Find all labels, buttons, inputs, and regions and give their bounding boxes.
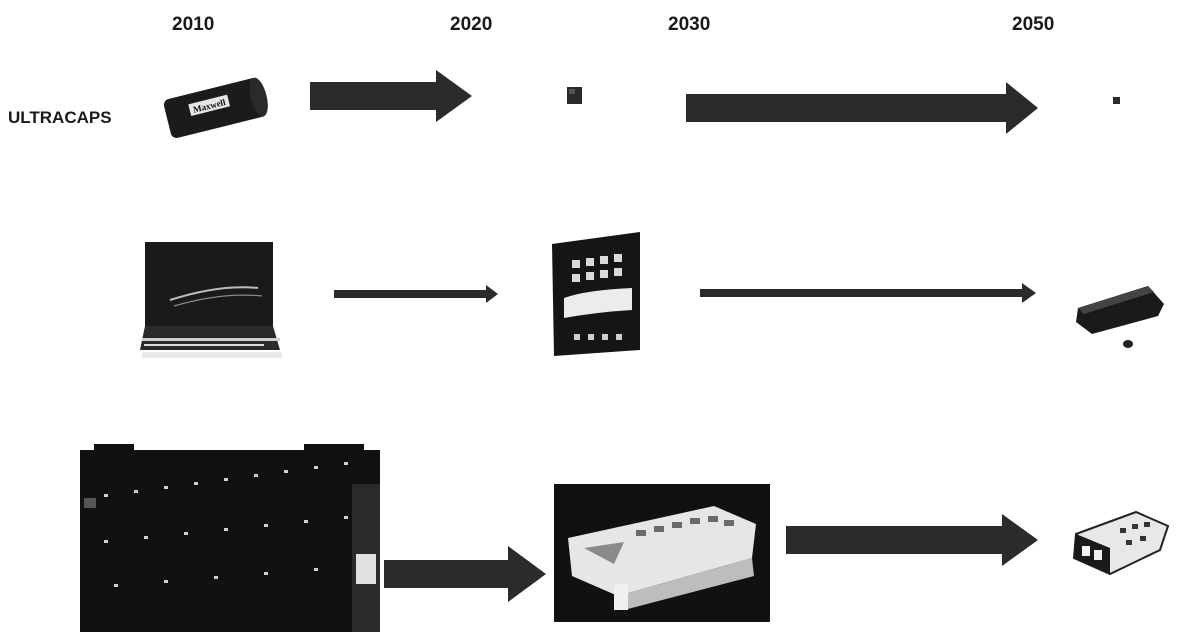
small-capacitor-chip-image bbox=[567, 87, 582, 104]
arrow-2010-2020-row1 bbox=[310, 70, 472, 122]
small-device-image bbox=[1076, 286, 1164, 348]
battery-pack-image bbox=[554, 484, 770, 622]
maxwell-ultracapacitor-image: Maxwell bbox=[163, 77, 268, 138]
arrow-2020-2050-row3 bbox=[786, 514, 1038, 566]
year-2030: 2030 bbox=[668, 14, 711, 35]
arrow-2010-2020-row3 bbox=[384, 546, 546, 602]
laptop-image bbox=[140, 242, 282, 358]
arrow-2020-2050-row1 bbox=[686, 82, 1038, 134]
year-2050: 2050 bbox=[1012, 14, 1055, 35]
arrow-2020-2050-row2 bbox=[700, 283, 1036, 303]
year-2020: 2020 bbox=[450, 14, 493, 35]
arrow-2010-2020-row2 bbox=[334, 285, 498, 303]
tiny-capacitor-chip-image bbox=[1113, 97, 1120, 104]
compact-battery-module-image bbox=[1072, 510, 1170, 576]
tablet-image bbox=[552, 232, 640, 356]
row-label-ultracaps: ULTRACAPS bbox=[8, 108, 112, 127]
battery-rack-image bbox=[80, 444, 380, 632]
year-2010: 2010 bbox=[172, 14, 215, 35]
